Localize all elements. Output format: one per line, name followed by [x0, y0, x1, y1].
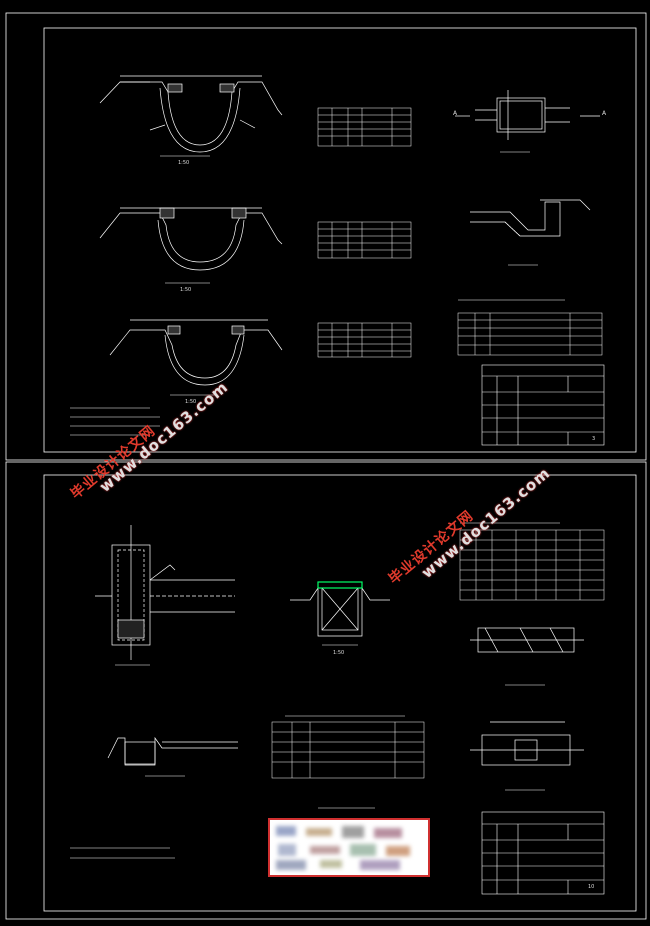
title-block-top	[481, 364, 605, 446]
scale-section-2: 1:50	[180, 287, 192, 293]
culvert-section-aa	[107, 736, 238, 766]
notes-top	[70, 407, 160, 436]
rebar-detail-2	[470, 721, 584, 766]
outlet-plan-view	[455, 90, 600, 140]
rebar-detail-1	[470, 627, 584, 653]
mark-a-right: A	[602, 110, 607, 117]
culvert-plan-view	[95, 525, 235, 660]
quantity-table-3	[317, 322, 412, 358]
channel-section-1	[99, 75, 283, 153]
mark-a-left: A	[453, 110, 458, 117]
quantity-table-2	[317, 221, 412, 259]
sheet-bottom-frame	[5, 461, 647, 920]
scale-section-3: 1:50	[185, 399, 197, 405]
scale-culvert: 1:50	[333, 650, 345, 656]
page-number-bottom: 10	[588, 884, 595, 890]
culvert-cross-section	[290, 586, 390, 637]
notes-bottom	[70, 847, 175, 859]
materials-table	[457, 299, 603, 356]
culvert-top-slab	[317, 581, 363, 589]
scale-section-1: 1:50	[178, 160, 190, 166]
blurred-material-table	[268, 818, 430, 877]
rebar-table	[459, 522, 605, 601]
outlet-section-view	[470, 199, 591, 237]
title-block-bottom	[481, 811, 605, 895]
page-number-top: 3	[592, 436, 596, 442]
sheet-top-frame	[5, 12, 647, 461]
channel-section-2	[99, 207, 283, 271]
channel-section-3	[109, 319, 283, 386]
bottom-quantity-table	[271, 715, 425, 779]
quantity-table-1	[317, 107, 412, 147]
